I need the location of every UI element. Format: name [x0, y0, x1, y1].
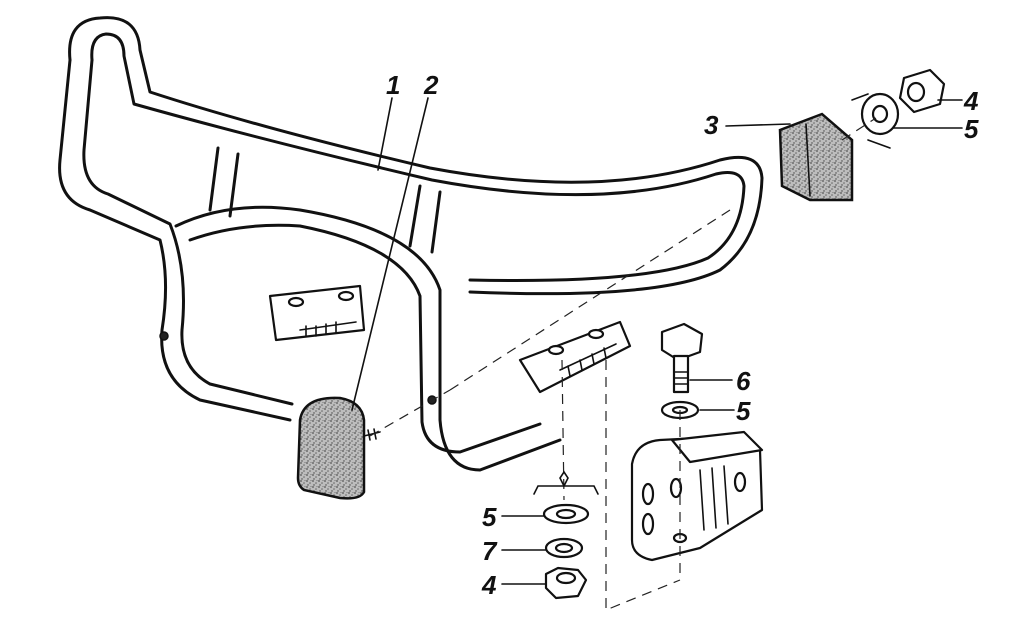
callout-6: 6 [736, 366, 751, 396]
callout-1: 1 [386, 70, 400, 100]
lower-left-rubber-strip [268, 284, 366, 342]
callout-7: 7 [482, 536, 498, 566]
assembly-guide-lines [369, 93, 891, 611]
callout-4-top: 4 [963, 86, 979, 116]
nut-lower [544, 566, 588, 600]
callout-5-top: 5 [964, 114, 979, 144]
callout-5-middle: 5 [736, 396, 751, 426]
washer-lower [542, 503, 590, 525]
callout-2: 2 [423, 70, 439, 100]
tubular-bumper-frame [58, 16, 764, 472]
callout-5-lower: 5 [482, 502, 497, 532]
callout-4-lower: 4 [481, 570, 497, 600]
nut-top-right [898, 68, 946, 114]
side-bracket-plate [630, 430, 764, 562]
lock-washer-lower [544, 537, 584, 559]
leader-lines [351, 97, 963, 585]
center-mount-bracket [518, 320, 632, 394]
washer-top-right [860, 92, 900, 136]
bolt-right [660, 322, 704, 394]
rubber-buffer-right [778, 112, 854, 202]
rubber-buffer-left [296, 396, 381, 500]
callout-3: 3 [704, 110, 719, 140]
